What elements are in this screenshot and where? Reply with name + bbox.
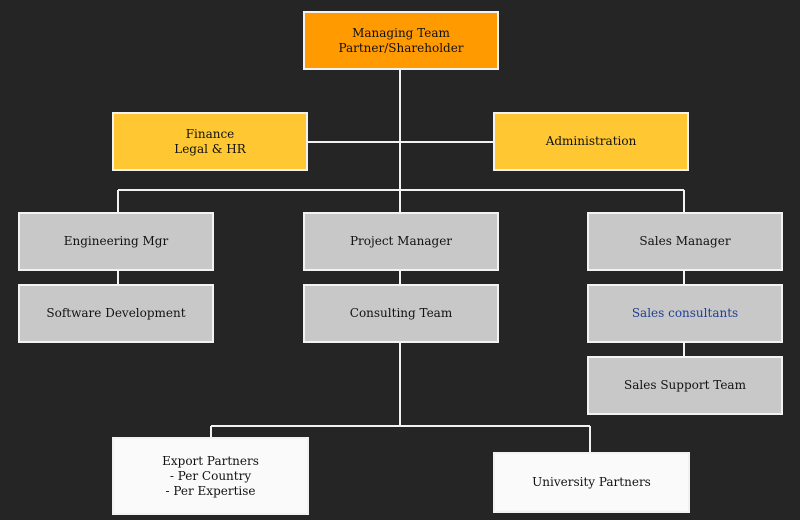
sales-consultants-box: Sales consultants	[587, 284, 783, 343]
engineering-mgr-box: Engineering Mgr	[18, 212, 214, 271]
university-partners-box: University Partners	[493, 452, 690, 513]
administration-box: Administration	[493, 112, 689, 171]
sales-support-team-box: Sales Support Team	[587, 356, 783, 415]
project-manager-box: Project Manager	[303, 212, 499, 271]
consulting-team-box: Consulting Team	[303, 284, 499, 343]
finance-legal-hr-box: Finance Legal & HR	[112, 112, 308, 171]
export-partners-box: Export Partners - Per Country - Per Expe…	[112, 437, 309, 515]
sales-manager-box: Sales Manager	[587, 212, 783, 271]
software-development-box: Software Development	[18, 284, 214, 343]
managing-team-box: Managing Team Partner/Shareholder	[303, 11, 499, 70]
